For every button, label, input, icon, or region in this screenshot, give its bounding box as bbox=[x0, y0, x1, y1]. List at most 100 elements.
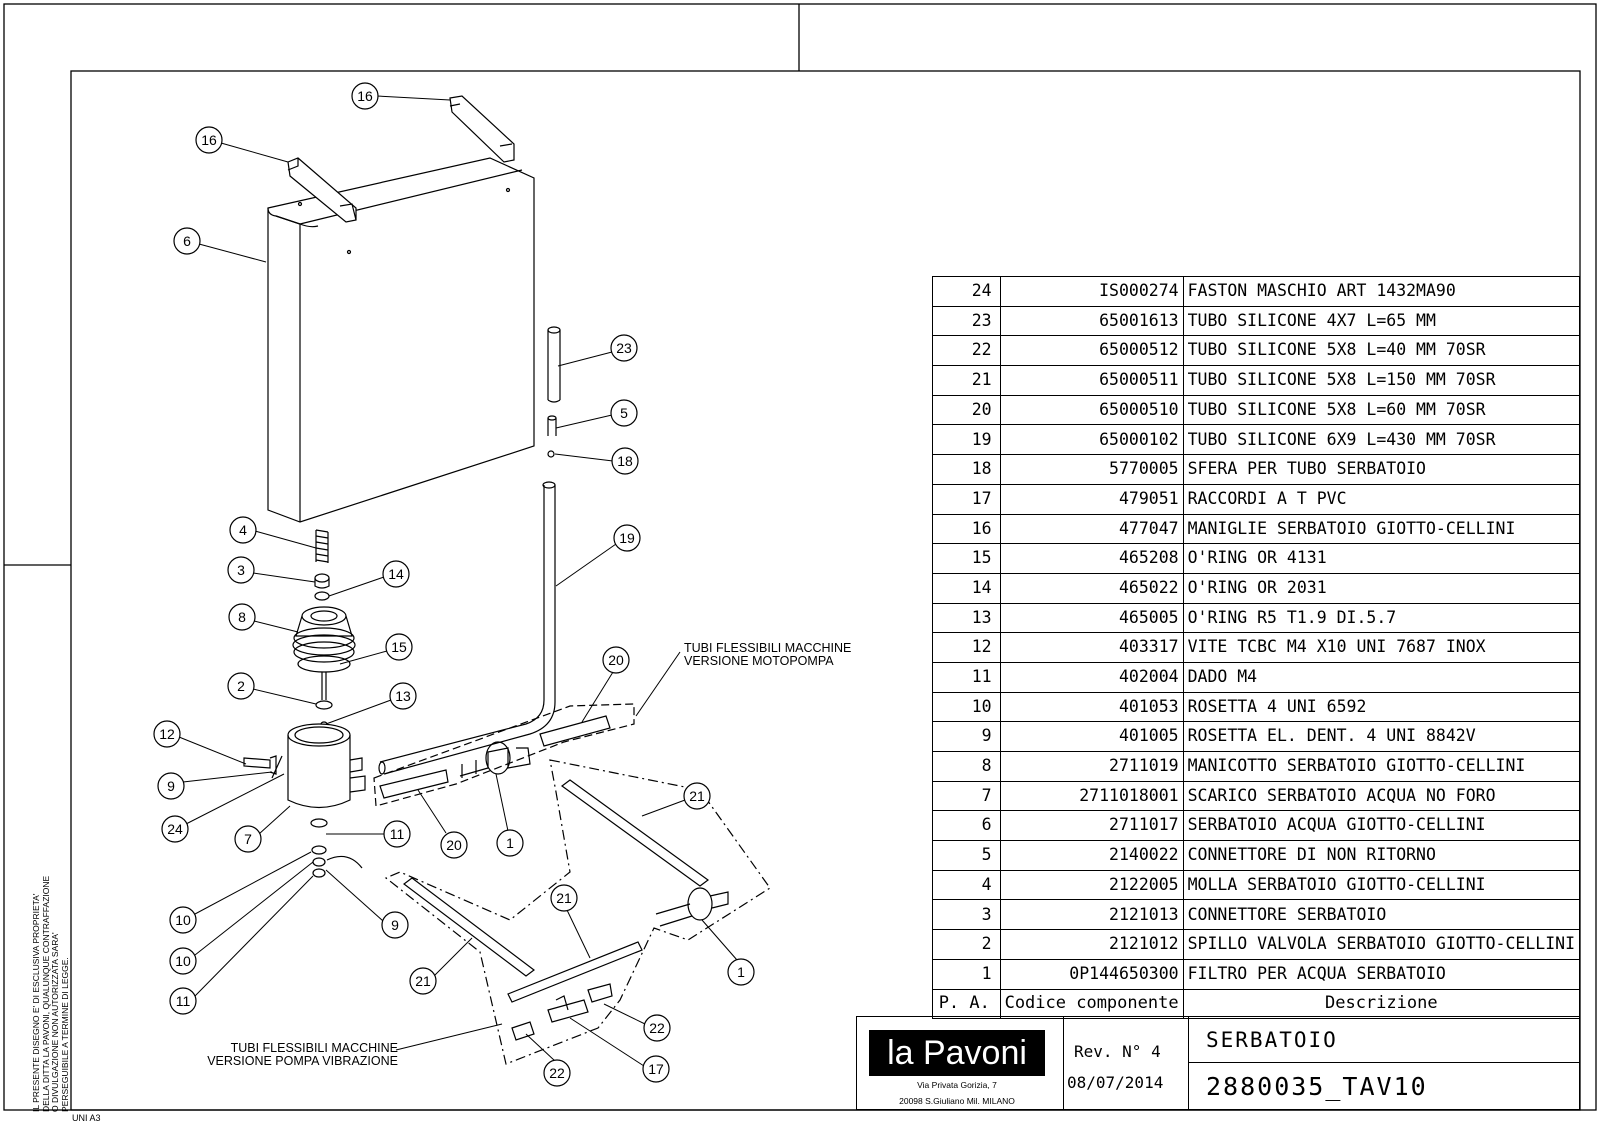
callout-circle bbox=[383, 820, 411, 848]
callout-label: 19 bbox=[619, 530, 635, 546]
callout-label: 23 bbox=[616, 340, 632, 356]
exploded-view bbox=[243, 95, 771, 1065]
part-code: 401005 bbox=[999, 721, 1184, 752]
callout-label: 6 bbox=[183, 233, 191, 249]
callout-label: 9 bbox=[167, 778, 175, 794]
part-description: CONNETTORE SERBATOIO bbox=[1182, 899, 1581, 931]
part-description: FILTRO PER ACQUA SERBATOIO bbox=[1182, 958, 1581, 990]
callout-10: 10 bbox=[169, 947, 197, 975]
part-code: 65000510 bbox=[999, 394, 1184, 426]
callout-label: 16 bbox=[357, 88, 373, 104]
callout-label: 20 bbox=[446, 837, 462, 853]
part-description: MANICOTTO SERBATOIO GIOTTO-CELLINI bbox=[1182, 751, 1581, 782]
callout-24: 24 bbox=[161, 815, 189, 843]
callout-circle bbox=[169, 906, 197, 934]
callout-circle bbox=[683, 782, 711, 810]
part-number: 7 bbox=[932, 780, 1001, 812]
callout-label: 2 bbox=[237, 678, 245, 694]
callout-11: 11 bbox=[383, 820, 411, 848]
drawing-title: SERBATOIO bbox=[1206, 1028, 1338, 1052]
address-line-2: 20098 S.Giuliano Mil. MILANO bbox=[899, 1096, 1015, 1106]
callout-circle bbox=[173, 227, 201, 255]
callout-label: 13 bbox=[395, 688, 411, 704]
part-description: SPILLO VALVOLA SERBATOIO GIOTTO-CELLINI bbox=[1182, 929, 1581, 960]
callout-circle bbox=[440, 831, 468, 859]
part-code: 65000511 bbox=[999, 365, 1184, 396]
part-number: 8 bbox=[932, 751, 1001, 782]
callout-label: 22 bbox=[549, 1065, 565, 1081]
callout-circle bbox=[409, 967, 437, 995]
part-code: 2140022 bbox=[999, 840, 1184, 871]
title-block-number-cell bbox=[1188, 1062, 1580, 1110]
legal-notice: IL PRESENTE DISEGNO E' DI ESCLUSIVA PROP… bbox=[31, 876, 70, 1112]
drawing-number: 2880035_TAV10 bbox=[1206, 1072, 1428, 1101]
callout-circle bbox=[385, 633, 413, 661]
part-number: 16 bbox=[932, 513, 1001, 545]
part-number: 10 bbox=[932, 691, 1001, 723]
part-number: 11 bbox=[932, 661, 1001, 693]
part-code: 465022 bbox=[999, 572, 1184, 604]
callout-circle bbox=[642, 1055, 670, 1083]
part-code: 465208 bbox=[999, 543, 1184, 574]
revision-date: 08/07/2014 bbox=[1067, 1073, 1164, 1092]
callout-label: 11 bbox=[176, 993, 191, 1009]
part-code: 465005 bbox=[999, 602, 1184, 634]
parts-table-header: P. A. Codice componente Descrizione bbox=[932, 988, 1581, 1020]
callout-10: 10 bbox=[169, 906, 197, 934]
callout-19: 19 bbox=[613, 524, 641, 552]
part-number: 2 bbox=[932, 929, 1001, 960]
part-description: CONNETTORE DI NON RITORNO bbox=[1182, 840, 1581, 871]
part-description: SERBATOIO ACQUA GIOTTO-CELLINI bbox=[1182, 810, 1581, 842]
callout-13: 13 bbox=[389, 682, 417, 710]
callout-label: 15 bbox=[391, 639, 407, 655]
callout-label: 1 bbox=[737, 964, 745, 980]
callout-2: 2 bbox=[227, 672, 255, 700]
part-description: FASTON MASCHIO ART 1432MA90 bbox=[1182, 276, 1581, 307]
callout-4: 4 bbox=[229, 516, 257, 544]
part-description: MANIGLIE SERBATOIO GIOTTO-CELLINI bbox=[1182, 513, 1581, 545]
part-number: 9 bbox=[932, 721, 1001, 752]
part-code: 2711018001 bbox=[999, 780, 1184, 812]
callout-label: 4 bbox=[239, 522, 247, 538]
note-motopompa-line2: VERSIONE MOTOPOMPA bbox=[684, 654, 834, 668]
part-code: 0P144650300 bbox=[999, 958, 1184, 990]
callout-5: 5 bbox=[610, 399, 638, 427]
part-description: O'RING OR 4131 bbox=[1182, 543, 1581, 574]
part-code: 65000512 bbox=[999, 335, 1184, 367]
part-description: MOLLA SERBATOIO GIOTTO-CELLINI bbox=[1182, 869, 1581, 901]
callout-21: 21 bbox=[409, 967, 437, 995]
callout-circle bbox=[229, 516, 257, 544]
header-code: Codice componente bbox=[999, 988, 1184, 1020]
part-code: 5770005 bbox=[999, 454, 1184, 485]
callout-circle bbox=[351, 82, 379, 110]
part-code: 479051 bbox=[999, 483, 1184, 515]
callout-20: 20 bbox=[440, 831, 468, 859]
callout-1: 1 bbox=[496, 829, 524, 857]
part-description: O'RING OR 2031 bbox=[1182, 572, 1581, 604]
callout-circle bbox=[161, 815, 189, 843]
callout-label: 17 bbox=[648, 1061, 664, 1077]
callout-label: 7 bbox=[244, 831, 252, 847]
callout-label: 24 bbox=[167, 821, 183, 837]
filter-part-1-upper bbox=[459, 741, 531, 778]
part-number: 15 bbox=[932, 543, 1001, 574]
callout-label: 9 bbox=[391, 917, 399, 933]
part-code: 477047 bbox=[999, 513, 1184, 545]
tube-part-23 bbox=[547, 326, 561, 403]
sleeve-part-8 bbox=[292, 606, 356, 663]
spring-part-4 bbox=[315, 529, 329, 563]
callout-9: 9 bbox=[157, 772, 185, 800]
filter-part-1-lower bbox=[655, 887, 729, 927]
